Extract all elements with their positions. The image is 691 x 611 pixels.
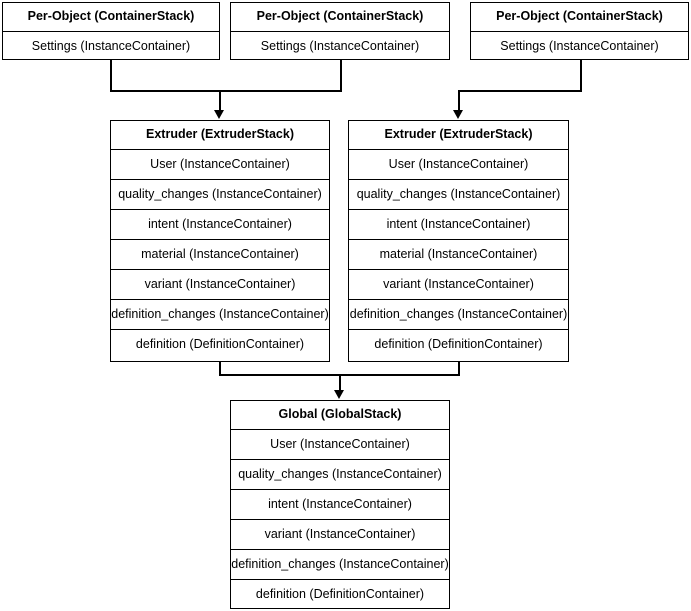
extruder-stack-2-row-quality-changes: quality_changes (InstanceContainer): [349, 180, 568, 210]
connector-global-stem: [339, 374, 341, 394]
connector-left-extruder-stem: [219, 90, 221, 114]
arrow-to-left-extruder: [214, 110, 224, 119]
connector-po2-drop: [340, 60, 342, 91]
extruder-stack-2-header: Extruder (ExtruderStack): [349, 121, 568, 150]
per-object-stack-2[interactable]: Per-Object (ContainerStack) Settings (In…: [230, 2, 450, 60]
arrow-to-global-stack: [334, 390, 344, 399]
global-stack-row-variant: variant (InstanceContainer): [231, 520, 449, 550]
extruder-stack-1-row-variant: variant (InstanceContainer): [111, 270, 329, 300]
connector-po3-drop: [580, 60, 582, 91]
extruder-stack-1-row-definition-changes: definition_changes (InstanceContainer): [111, 300, 329, 330]
connector-left-bus: [110, 90, 342, 92]
connector-extruder2-drop: [458, 362, 460, 376]
per-object-stack-2-header: Per-Object (ContainerStack): [231, 3, 449, 32]
extruder-stack-1-row-quality-changes: quality_changes (InstanceContainer): [111, 180, 329, 210]
extruder-stack-1-row-definition: definition (DefinitionContainer): [135, 337, 305, 352]
connector-right-bus: [458, 90, 582, 92]
extruder-stack-2-row-variant: variant (InstanceContainer): [349, 270, 568, 300]
global-stack-row-definition-changes: definition_changes (InstanceContainer): [231, 550, 449, 580]
connector-extruder1-drop: [219, 362, 221, 376]
extruder-stack-1-row-user: User (InstanceContainer): [111, 150, 329, 180]
extruder-stack-2-row-user: User (InstanceContainer): [349, 150, 568, 180]
per-object-stack-3-header: Per-Object (ContainerStack): [471, 3, 688, 32]
global-stack-row-user: User (InstanceContainer): [231, 430, 449, 460]
global-stack[interactable]: Global (GlobalStack) User (InstanceConta…: [230, 400, 450, 609]
extruder-stack-1-header: Extruder (ExtruderStack): [111, 121, 329, 150]
extruder-stack-1-row-intent: intent (InstanceContainer): [111, 210, 329, 240]
connector-po1-drop: [110, 60, 112, 91]
extruder-stack-1[interactable]: Extruder (ExtruderStack) User (InstanceC…: [110, 120, 330, 362]
extruder-stack-2-row-material: material (InstanceContainer): [349, 240, 568, 270]
per-object-stack-3[interactable]: Per-Object (ContainerStack) Settings (In…: [470, 2, 689, 60]
per-object-stack-3-row-settings: Settings (InstanceContainer): [500, 38, 659, 53]
extruder-stack-2-row-definition-changes: definition_changes (InstanceContainer): [349, 300, 568, 330]
global-stack-header: Global (GlobalStack): [231, 401, 449, 430]
per-object-stack-1-header: Per-Object (ContainerStack): [3, 3, 219, 32]
global-stack-row-intent: intent (InstanceContainer): [231, 490, 449, 520]
per-object-stack-1[interactable]: Per-Object (ContainerStack) Settings (In…: [2, 2, 220, 60]
global-stack-row-definition: definition (DefinitionContainer): [255, 587, 425, 602]
per-object-stack-1-row-settings: Settings (InstanceContainer): [31, 38, 191, 53]
extruder-stack-1-row-material: material (InstanceContainer): [111, 240, 329, 270]
global-stack-row-quality-changes: quality_changes (InstanceContainer): [231, 460, 449, 490]
connector-right-extruder-stem: [458, 90, 460, 114]
extruder-stack-2[interactable]: Extruder (ExtruderStack) User (InstanceC…: [348, 120, 569, 362]
per-object-stack-2-row-settings: Settings (InstanceContainer): [260, 38, 420, 53]
extruder-stack-2-row-intent: intent (InstanceContainer): [349, 210, 568, 240]
arrow-to-right-extruder: [453, 110, 463, 119]
extruder-stack-2-row-definition: definition (DefinitionContainer): [374, 337, 543, 352]
